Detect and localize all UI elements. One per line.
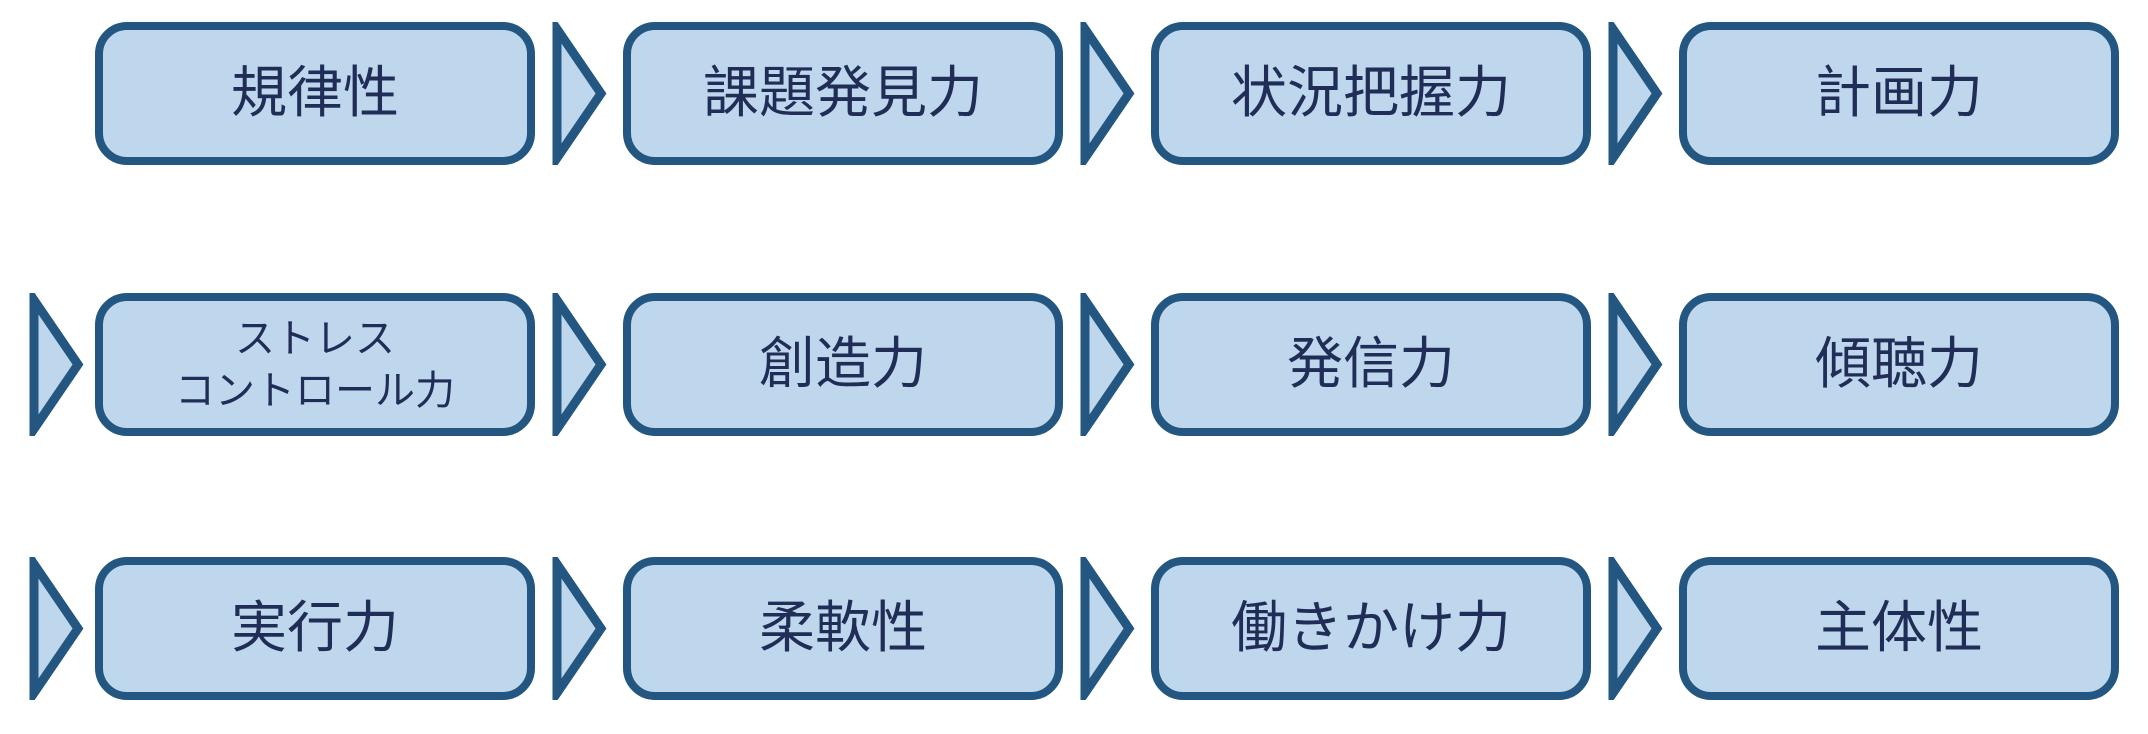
flow-arrow-icon	[552, 557, 607, 700]
skill-box: 課題発見力	[623, 22, 1063, 165]
skill-label: 傾聴力	[1815, 332, 1983, 396]
flow-arrow-icon	[1080, 293, 1135, 436]
arrow-gap	[1063, 293, 1151, 436]
flow-arrow-icon	[1608, 557, 1663, 700]
flow-arrow-icon	[1608, 293, 1663, 436]
flow-arrow-icon	[552, 293, 607, 436]
arrow-gap	[1063, 22, 1151, 165]
skill-box: 発信力	[1151, 293, 1591, 436]
skill-label: 働きかけ力	[1231, 596, 1511, 660]
lead-arrow-gap	[28, 557, 95, 700]
skill-box: 主体性	[1679, 557, 2119, 700]
lead-arrow-gap	[28, 293, 95, 436]
skill-label: 実行力	[231, 596, 399, 660]
skill-box: 働きかけ力	[1151, 557, 1591, 700]
skill-box: 実行力	[95, 557, 535, 700]
skill-box: 創造力	[623, 293, 1063, 436]
arrow-gap	[1591, 22, 1679, 165]
skill-box: 規律性	[95, 22, 535, 165]
arrow-gap	[1063, 557, 1151, 700]
skill-label: 状況把握力	[1231, 61, 1511, 125]
skill-label: 規律性	[231, 61, 399, 125]
flow-arrow-icon	[1080, 557, 1135, 700]
skill-label: 発信力	[1287, 332, 1455, 396]
arrow-gap	[535, 22, 623, 165]
flow-continuation-arrow-icon	[29, 293, 84, 436]
flow-row-3: 実行力 柔軟性 働きかけ力 主体性	[28, 557, 2119, 700]
arrow-gap	[535, 557, 623, 700]
skill-label: 主体性	[1815, 596, 1983, 660]
skill-box: 計画力	[1679, 22, 2119, 165]
skill-box: 傾聴力	[1679, 293, 2119, 436]
skill-label: ストレス コントロール力	[175, 316, 455, 413]
flow-arrow-icon	[1608, 22, 1663, 165]
arrow-gap	[535, 293, 623, 436]
arrow-gap	[1591, 293, 1679, 436]
skill-label: 課題発見力	[703, 61, 983, 125]
flow-continuation-arrow-icon	[29, 557, 84, 700]
arrow-gap	[1591, 557, 1679, 700]
skill-label: 創造力	[759, 332, 927, 396]
flow-row-1: 規律性 課題発見力 状況把握力 計画力	[95, 22, 2119, 165]
skill-box: 状況把握力	[1151, 22, 1591, 165]
skill-box: ストレス コントロール力	[95, 293, 535, 436]
skill-label: 計画力	[1815, 61, 1983, 125]
skill-label: 柔軟性	[759, 596, 927, 660]
skill-box: 柔軟性	[623, 557, 1063, 700]
flow-arrow-icon	[552, 22, 607, 165]
flow-arrow-icon	[1080, 22, 1135, 165]
flow-row-2: ストレス コントロール力 創造力 発信力 傾聴力	[28, 293, 2119, 436]
